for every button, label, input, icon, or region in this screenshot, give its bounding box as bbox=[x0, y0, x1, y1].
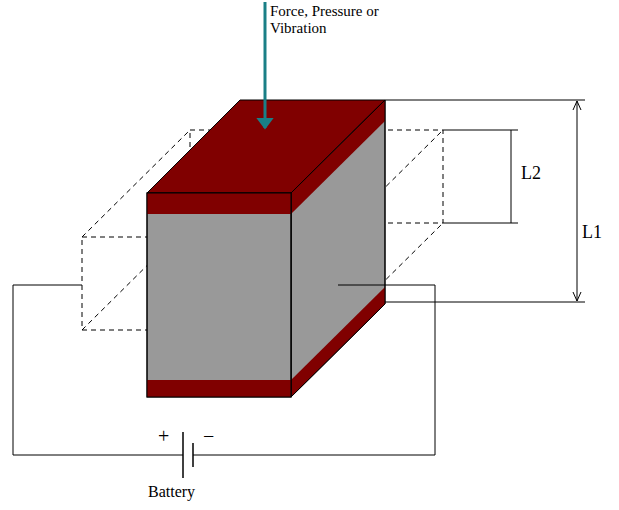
battery-label: Battery bbox=[148, 483, 228, 501]
polarity-sign: + bbox=[158, 425, 178, 448]
force-arrow bbox=[264, 2, 267, 128]
battery-symbol bbox=[183, 432, 193, 478]
force-label: Force, Pressure or Vibration bbox=[270, 3, 405, 38]
dimension-label: L1 bbox=[582, 222, 616, 243]
dimension-label: L2 bbox=[521, 163, 561, 184]
piezo-crystal bbox=[147, 100, 385, 397]
l2-bracket bbox=[443, 130, 518, 223]
polarity-sign: − bbox=[203, 425, 223, 448]
circuit-wire bbox=[13, 285, 435, 455]
l1-dimension bbox=[385, 100, 585, 302]
